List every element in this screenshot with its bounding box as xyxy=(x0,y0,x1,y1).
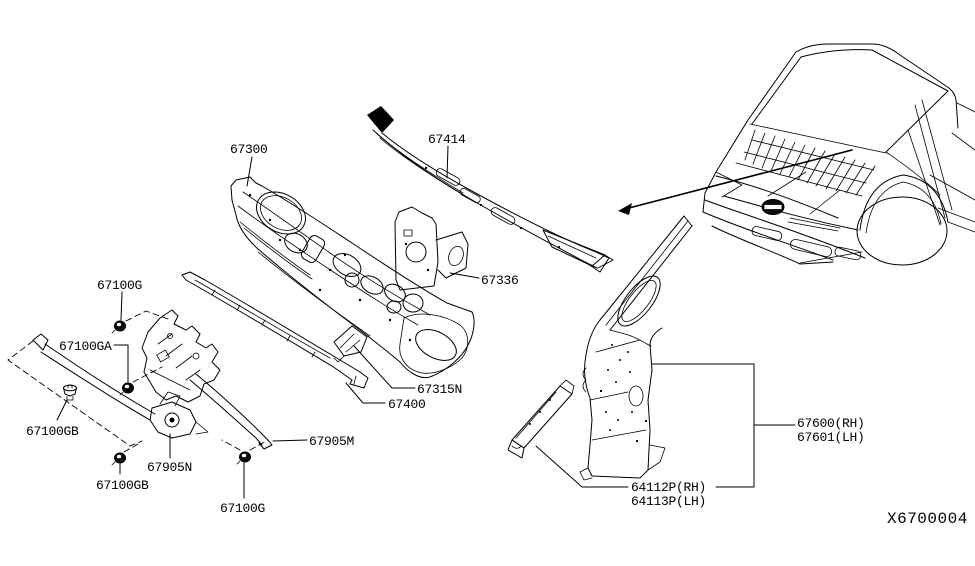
label-67905n: 67905N xyxy=(147,460,192,475)
part-bracket-67315n xyxy=(333,325,368,363)
drawing-number: X6700004 xyxy=(887,510,968,528)
label-67414: 67414 xyxy=(428,132,466,147)
part-cowl-lower-67400 xyxy=(181,271,369,389)
engine-bay-hatch xyxy=(743,129,876,196)
label-64113p-lh: 64113P(LH) xyxy=(631,494,706,509)
clip-67100g-bottom xyxy=(236,451,251,465)
pointer-arrow xyxy=(618,149,853,215)
part-hoodledge-64112p xyxy=(507,379,575,459)
part-front-pillar-67600 xyxy=(579,215,693,481)
dashed-guide-lines xyxy=(7,310,269,453)
car-overview xyxy=(618,43,975,266)
label-67336: 67336 xyxy=(481,273,519,288)
label-67400: 67400 xyxy=(388,397,426,412)
clip-67100g-top xyxy=(111,320,126,334)
label-67100g-bottom: 67100G xyxy=(220,501,265,516)
leader-lines xyxy=(56,145,796,499)
label-67905m: 67905M xyxy=(309,434,354,449)
part-cowl-grille-67905m xyxy=(141,309,273,450)
label-67315n: 67315N xyxy=(417,382,462,397)
part-dash-side-patch-67336 xyxy=(394,206,469,291)
label-67300: 67300 xyxy=(230,142,268,157)
brand-badge-icon xyxy=(761,199,785,215)
clip-67100gb-left xyxy=(63,384,77,401)
label-67100gb-bottom: 67100GB xyxy=(96,478,149,493)
clip-67100ga xyxy=(119,382,134,396)
label-67100ga: 67100GA xyxy=(59,339,112,354)
part-cowl-top-panel-67414 xyxy=(367,106,614,273)
label-67601-lh: 67601(LH) xyxy=(797,430,865,445)
label-64112p-rh: 64112P(RH) xyxy=(631,480,706,495)
part-cowl-grille-67905n xyxy=(32,333,209,439)
label-67100g-top: 67100G xyxy=(97,278,142,293)
label-67100gb-left: 67100GB xyxy=(26,424,79,439)
part-dash-panel-67300 xyxy=(230,176,475,379)
clip-67100gb-bottom xyxy=(111,452,126,466)
label-67600-rh: 67600(RH) xyxy=(797,416,865,431)
